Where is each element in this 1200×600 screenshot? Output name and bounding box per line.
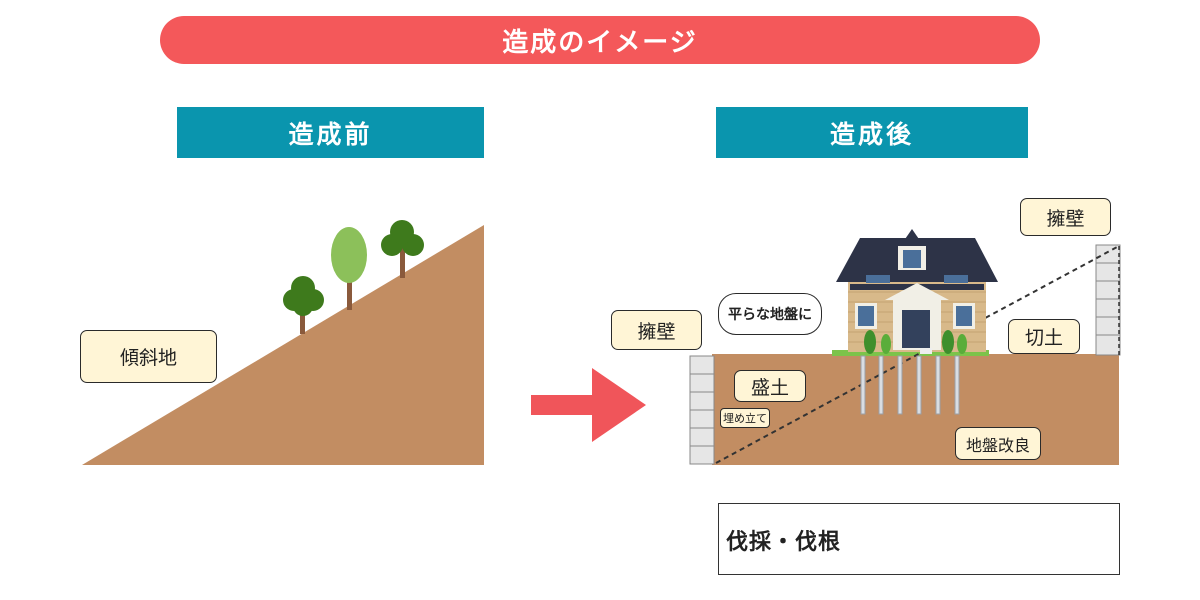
slope-label: 傾斜地 bbox=[80, 330, 217, 383]
ground-improvement-label: 地盤改良 bbox=[955, 427, 1041, 460]
retaining-wall-left-label: 擁壁 bbox=[611, 310, 702, 350]
ground-piles bbox=[860, 355, 960, 415]
legend-label: 伐採・伐根 bbox=[726, 530, 842, 555]
legend-box: 伐採・伐根 bbox=[718, 503, 1120, 575]
original-slope-line bbox=[715, 245, 1120, 464]
arrow-right-icon bbox=[531, 368, 646, 442]
retaining-wall-right-label: 擁壁 bbox=[1020, 198, 1111, 236]
page-title: 造成のイメージ bbox=[160, 16, 1040, 64]
retaining-wall-left bbox=[689, 355, 715, 465]
retaining-wall-right bbox=[1095, 244, 1121, 356]
before-heading: 造成前 bbox=[177, 107, 484, 158]
tree-icon bbox=[381, 220, 424, 278]
cut-area-ground bbox=[985, 354, 1095, 364]
fill-sub-label: 埋め立て bbox=[720, 408, 770, 428]
house-icon bbox=[836, 229, 998, 354]
tree-icon bbox=[283, 276, 324, 334]
slope-terrain bbox=[82, 225, 484, 465]
fill-label: 盛土 bbox=[734, 370, 806, 402]
cut-label: 切土 bbox=[1008, 319, 1080, 354]
tree-icon bbox=[331, 227, 367, 310]
after-heading: 造成後 bbox=[716, 107, 1028, 158]
flat-ground-note: 平らな地盤に bbox=[718, 293, 822, 335]
